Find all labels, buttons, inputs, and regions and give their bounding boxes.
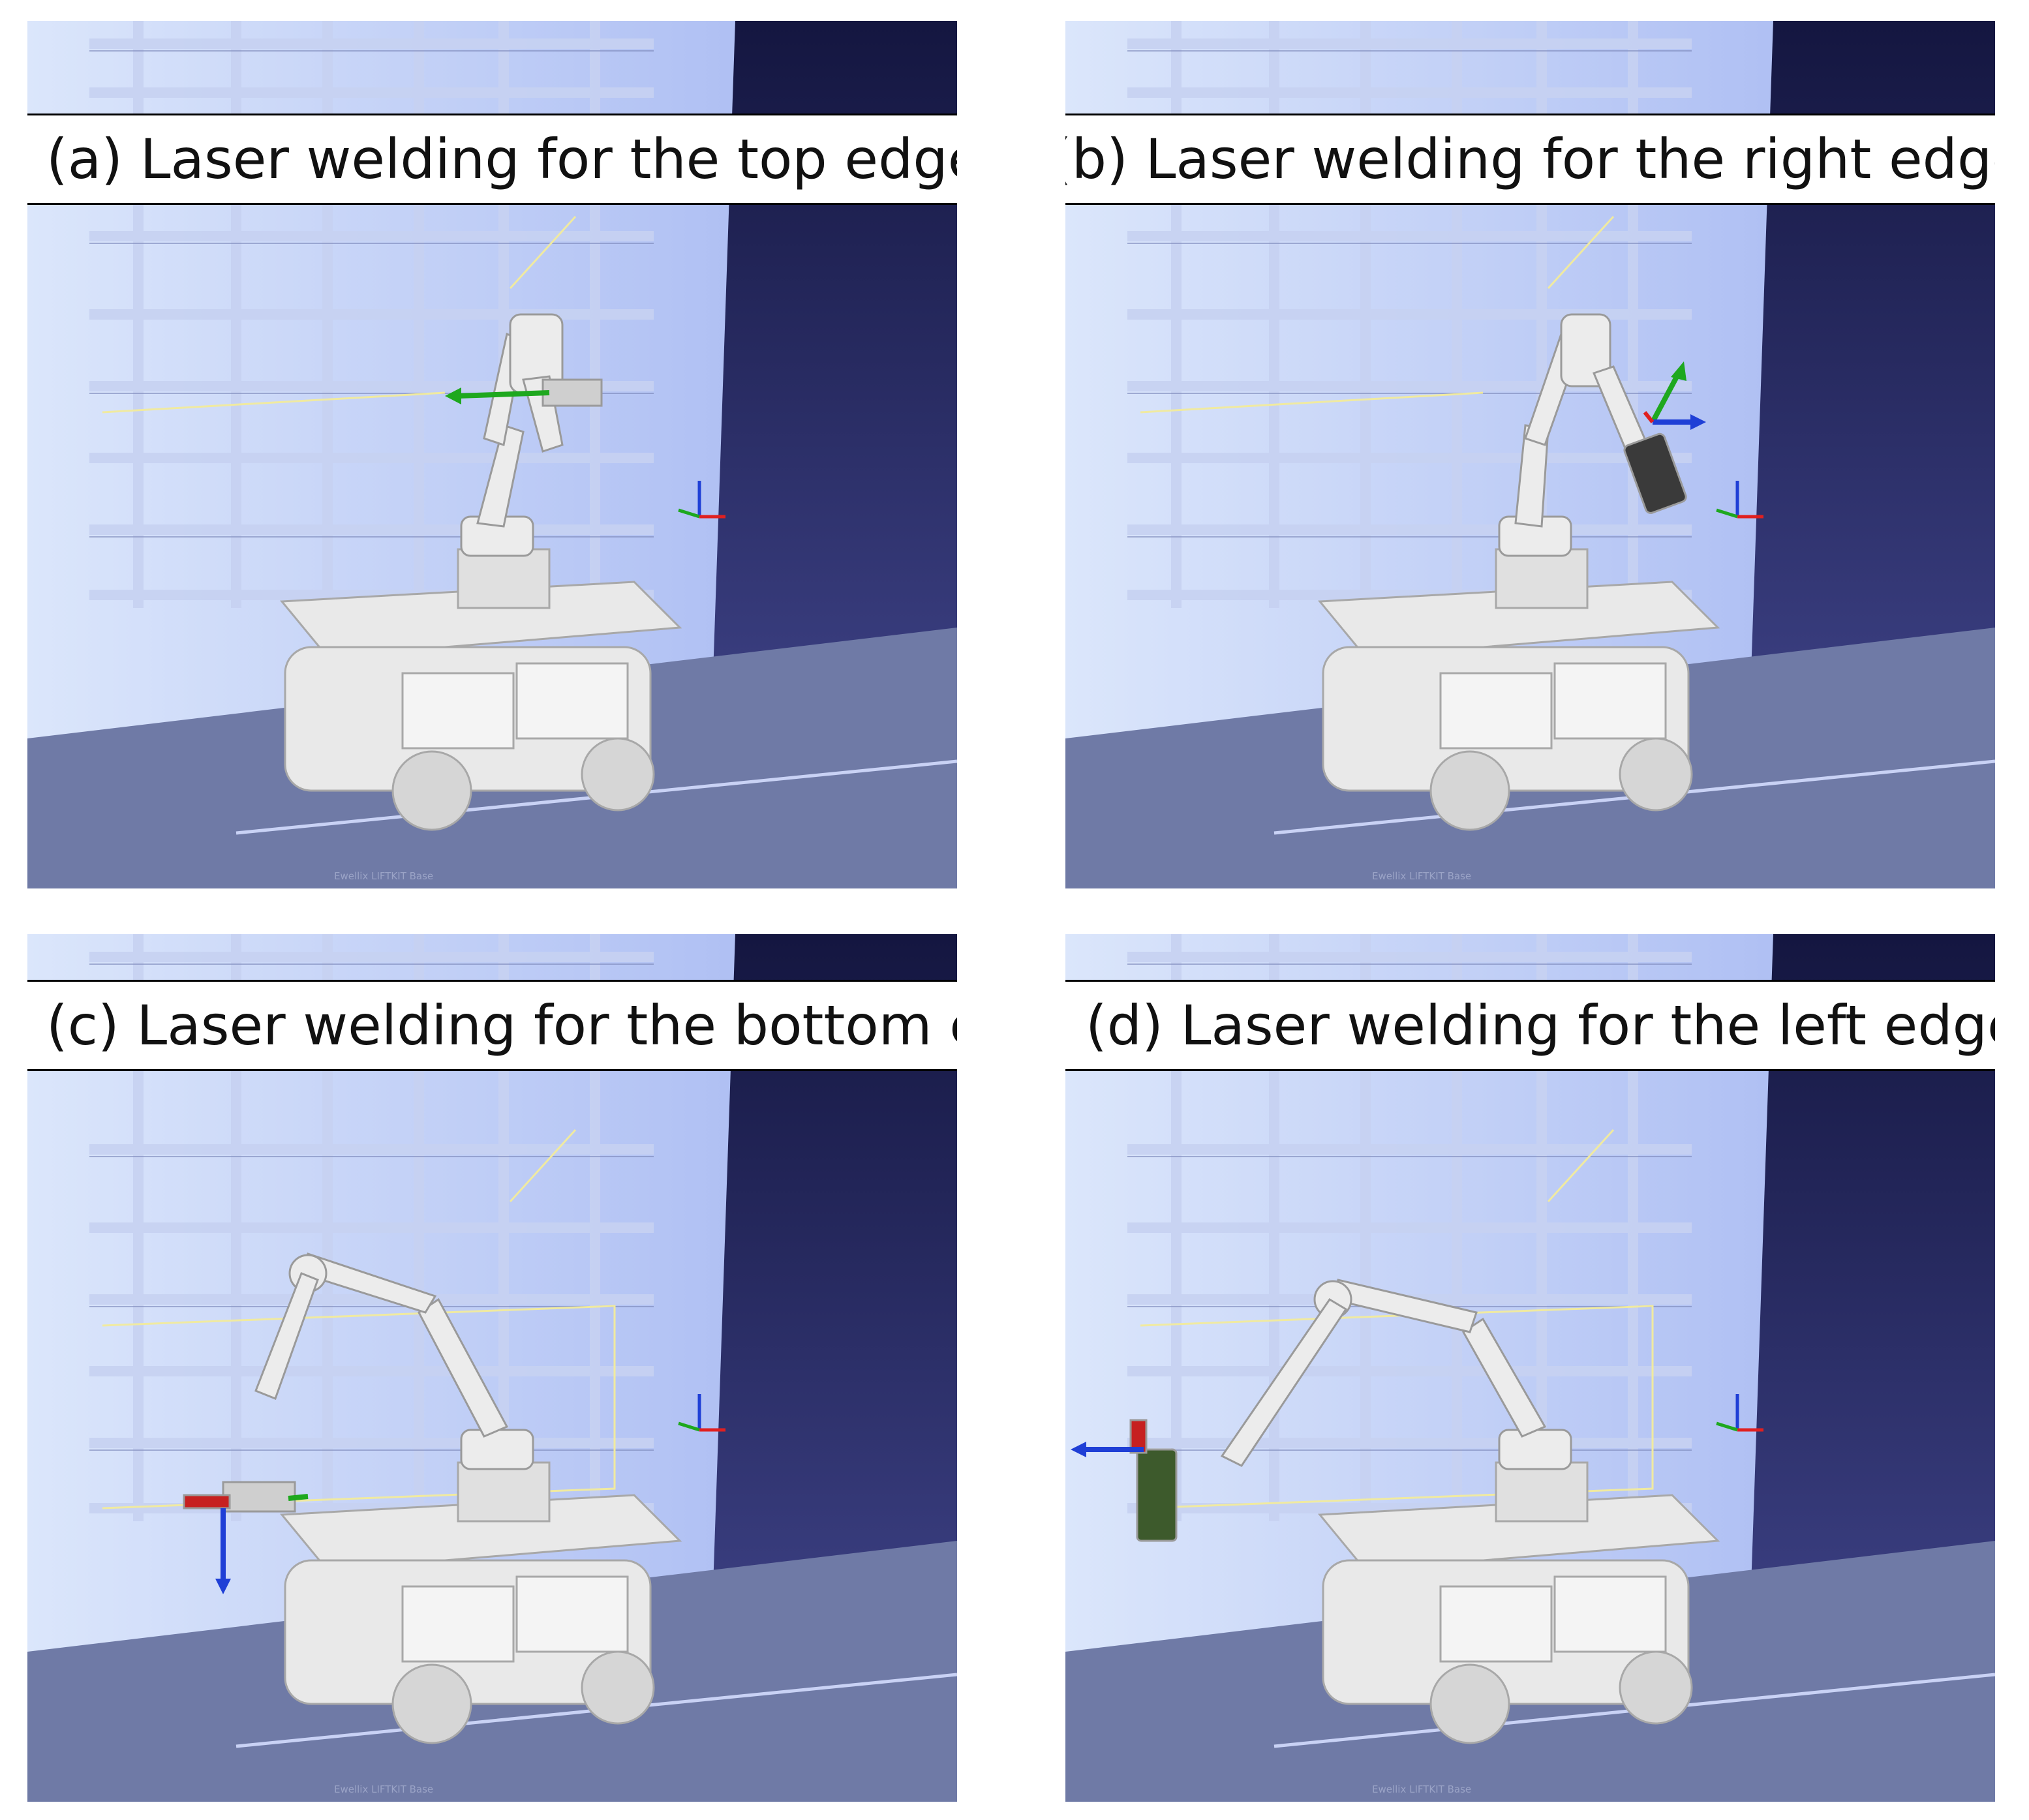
robot-arm [183,1252,534,1513]
mobile-base [279,548,682,831]
robot-arm [1129,1279,1572,1542]
mobile-base [1317,548,1720,831]
tool-axis-gizmo [445,387,550,404]
panel-b: (b) Laser welding for the right edge Ewe… [1065,21,1995,888]
mobile-base [1317,1461,1720,1744]
tool-axis-gizmo [1643,361,1706,430]
panel-d: (d) Laser welding for the left edge Ewel… [1065,934,1995,1802]
panel-c: (c) Laser welding for the bottom edge Ew… [27,934,957,1802]
panel-caption: (a) Laser welding for the top edge [27,114,957,205]
axis-gizmo [1716,1394,1763,1432]
panel-caption: (d) Laser welding for the left edge [1065,980,1995,1071]
axis-gizmo [678,481,725,519]
model-label: Ewellix LIFTKIT Base [1372,1783,1472,1795]
model-label: Ewellix LIFTKIT Base [334,870,434,882]
model-label: Ewellix LIFTKIT Base [1372,870,1472,882]
simulation-viewport [27,934,957,1802]
panel-a: (a) Laser welding for the top edge Ewell… [27,21,957,888]
axis-gizmo [678,1394,725,1432]
model-label: Ewellix LIFTKIT Base [334,1783,434,1795]
robot-arm [1498,313,1687,557]
axis-gizmo [1716,481,1763,519]
simulation-viewport [1065,934,1995,1802]
tool-axis-gizmo [215,1494,309,1594]
panel-caption: (c) Laser welding for the bottom edge [27,980,957,1071]
panel-caption: (b) Laser welding for the right edge [1065,114,1995,205]
tool-axis-gizmo [1071,1442,1144,1457]
mobile-base [279,1461,682,1744]
